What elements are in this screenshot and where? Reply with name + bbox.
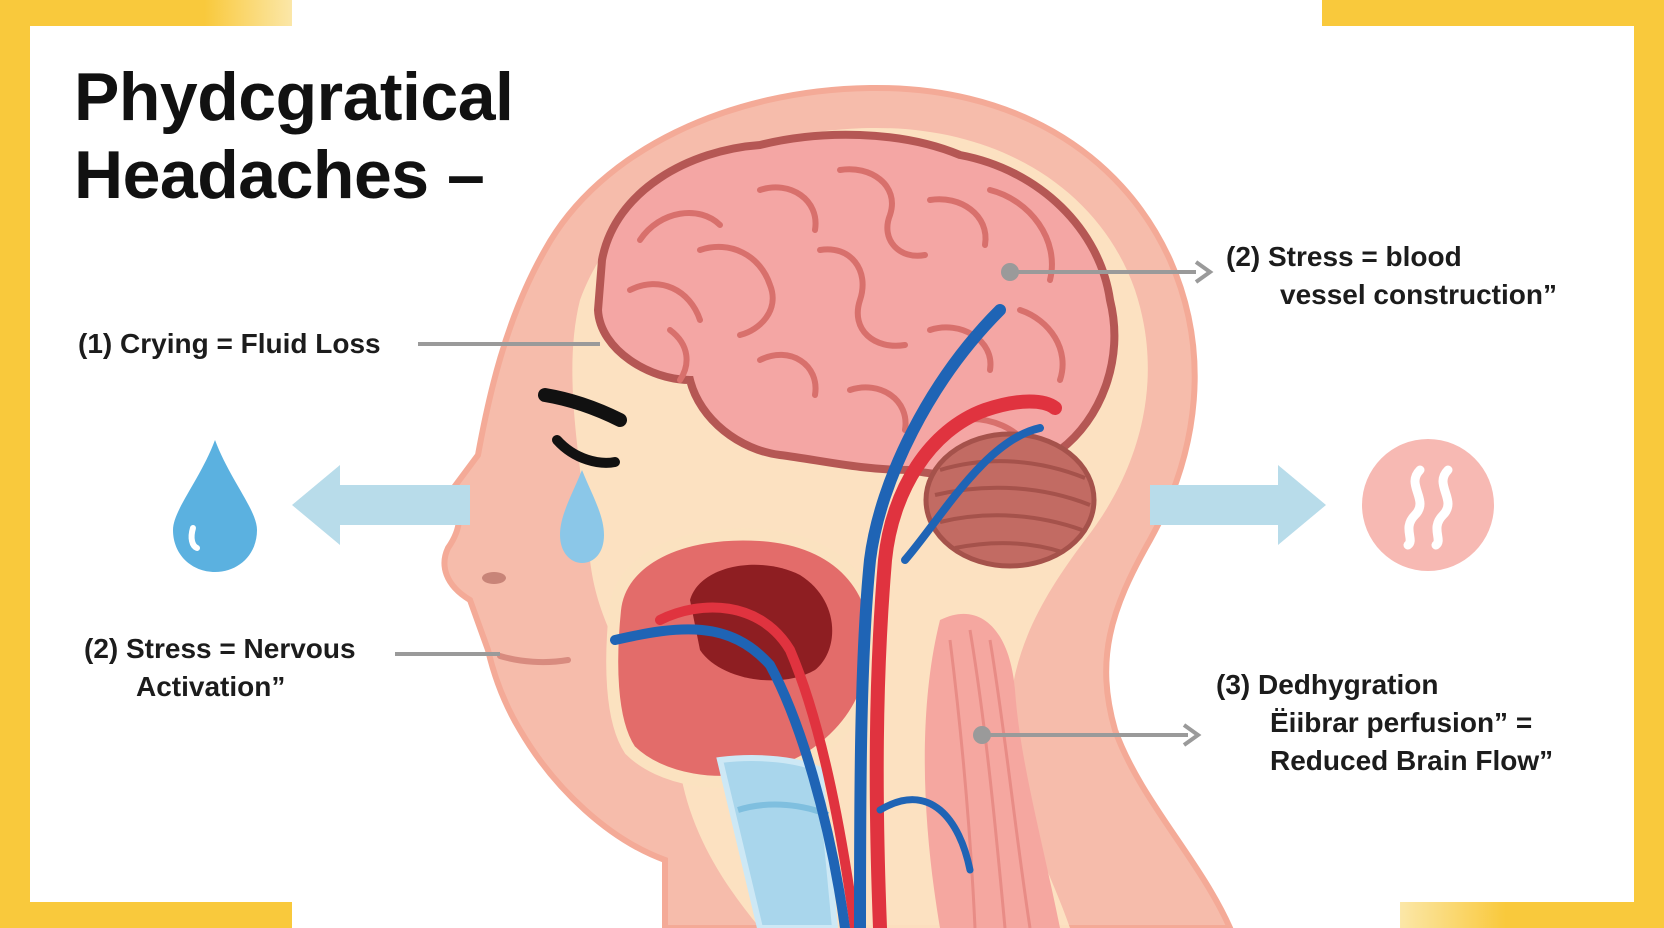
water-drop-highlight: [188, 525, 200, 551]
label-crying-text: (1) Crying = Fluid Loss: [78, 328, 381, 359]
label-stress-nervous-line-2: Activation”: [136, 671, 286, 702]
left-arrow: [292, 465, 470, 545]
label-dehydration: (3) Dedhygration Ëiibrar perfusion” = Re…: [1216, 666, 1553, 780]
neck-muscle-striations: [948, 629, 1032, 928]
label-stress-nervous: (2) Stress = Nervous Activation”: [84, 630, 356, 706]
lips: [497, 653, 571, 666]
label-crying: (1) Crying = Fluid Loss: [78, 325, 381, 363]
label-dehydration-line-1: (3) Dedhygration: [1216, 669, 1439, 700]
page-title: Phydcgratical Headaches –: [74, 58, 514, 214]
blood-vessels: [610, 304, 1062, 928]
frame-right-bar: [1634, 0, 1664, 928]
frame-top-right-bar: [1322, 0, 1664, 26]
label-dehydration-line-2: Ëiibrar perfusion” =: [1270, 707, 1533, 738]
label-stress-vessel-line-2: vessel construction”: [1280, 279, 1557, 310]
label-stress-vessel-line-1: (2) Stress = blood: [1226, 241, 1462, 272]
label-stress-vessel: (2) Stress = blood vessel construction”: [1226, 238, 1557, 314]
frame-top-left-bar: [0, 0, 292, 26]
callout-connectors: [395, 260, 1214, 747]
nostril: [482, 572, 506, 584]
title-line-1: Phydcgratical: [74, 59, 514, 135]
title-line-2: Headaches –: [74, 137, 485, 213]
heat-wave-lines: [1403, 465, 1453, 550]
water-drop-icon: [173, 440, 257, 572]
frame-bottom-left-bar: [0, 902, 292, 928]
tear-drop-icon: [560, 470, 604, 563]
label-dehydration-line-3: Reduced Brain Flow”: [1270, 745, 1554, 776]
right-arrow: [1150, 465, 1326, 545]
neck-muscle: [924, 613, 1060, 928]
eyebrow: [538, 388, 627, 427]
frame-left-bar: [0, 0, 30, 928]
closed-eye: [552, 435, 620, 468]
frame-bottom-right-bar: [1400, 902, 1664, 928]
label-stress-nervous-line-1: (2) Stress = Nervous: [84, 633, 356, 664]
heat-wave-icon: [1362, 439, 1494, 571]
